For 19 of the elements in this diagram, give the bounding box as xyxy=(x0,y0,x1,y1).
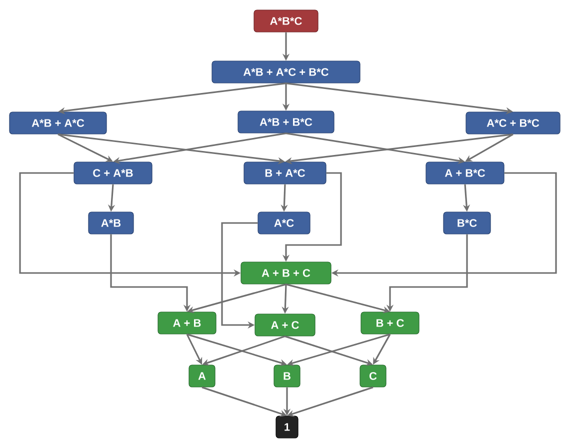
formula-box: B xyxy=(274,364,300,388)
formula-box: A*B*C xyxy=(254,10,318,32)
formula-box: B*C xyxy=(443,212,491,234)
formula-box: A + C xyxy=(254,314,316,336)
formula-box: C xyxy=(360,364,386,388)
formula-box: 1 xyxy=(276,416,298,438)
formula-box: B + A*C xyxy=(244,162,326,184)
formula-box: A + B*C xyxy=(426,162,504,184)
formula-box: A*B + B*C xyxy=(238,110,334,134)
formula-box: A xyxy=(188,364,216,388)
formula-box: A + B xyxy=(158,312,216,334)
formula-box: A*C + B*C xyxy=(466,112,560,134)
formula-box: A*B + A*C + B*C xyxy=(212,60,360,84)
formula-box: A*B + A*C xyxy=(9,112,107,134)
formula-box: C + A*B xyxy=(74,162,152,184)
formula-box: A*B xyxy=(88,212,134,234)
formula-box: A + B + C xyxy=(240,262,332,284)
formula-box: A*C xyxy=(258,212,310,234)
formula-box: B + C xyxy=(360,312,420,334)
